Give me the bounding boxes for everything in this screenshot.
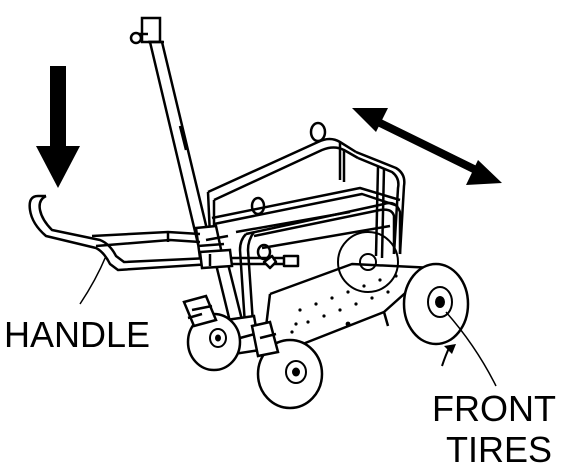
double-headed-arrow-icon — [352, 108, 502, 185]
handle-bracket — [198, 248, 234, 270]
front-tires-label-line2: TIRES — [446, 429, 552, 467]
handle — [28, 194, 300, 272]
left-caster-bracket — [182, 294, 218, 328]
callout-leaders — [79, 255, 497, 387]
center-caster-bracket — [250, 320, 280, 358]
curved-arrow-icon — [441, 344, 456, 367]
right-front-wheel — [402, 262, 470, 346]
down-arrow-icon — [36, 66, 80, 188]
center-front-wheel — [256, 338, 324, 410]
vertical-mast — [129, 16, 212, 246]
rear-wheel — [337, 231, 399, 293]
cart-frame — [206, 121, 435, 362]
front-tires-label-line1: FRONT — [432, 388, 556, 429]
platform-holes — [290, 274, 398, 334]
handle-label: HANDLE — [4, 314, 150, 355]
